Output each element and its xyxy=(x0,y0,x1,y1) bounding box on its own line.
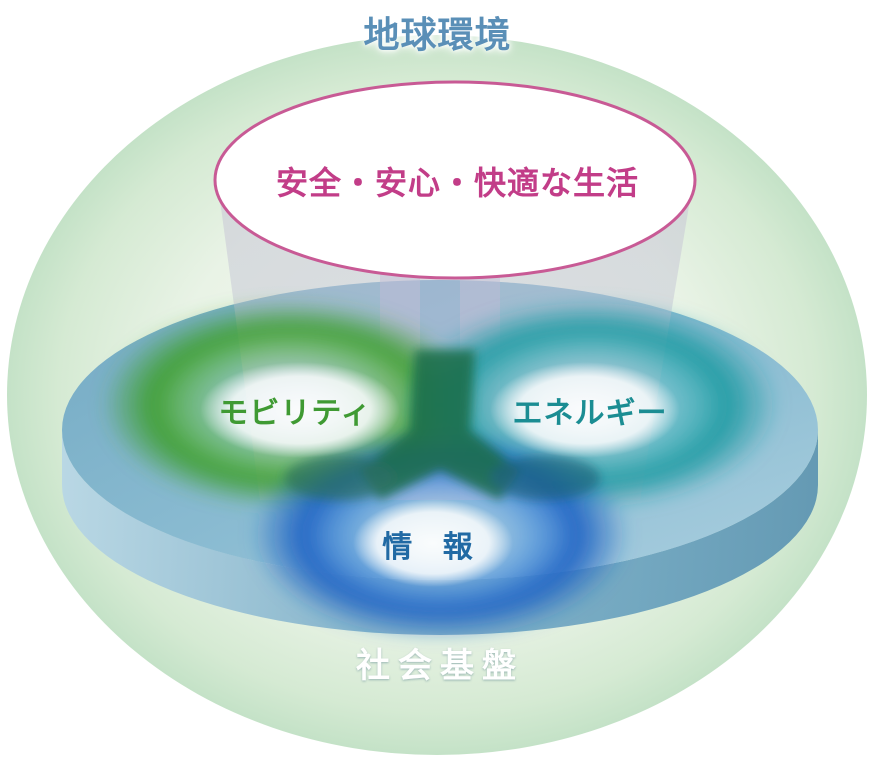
information-label: 情 報 xyxy=(382,530,483,565)
ring-overlap-left xyxy=(285,456,395,500)
quality-of-life-ellipse xyxy=(213,80,697,280)
social-infrastructure-label: 社会基盤 xyxy=(356,646,524,686)
social-infrastructure-rim xyxy=(62,430,818,635)
information-disc xyxy=(353,499,513,587)
energy-label: エネルギー xyxy=(512,396,668,431)
ring-overlap-center xyxy=(360,350,520,500)
energy-disc xyxy=(490,362,680,458)
quality-of-life-label: 安全・安心・快適な生活 xyxy=(275,164,639,202)
ring-overlap-right xyxy=(490,456,600,500)
global-environment-label: 地球環境 xyxy=(363,15,512,56)
mobility-label: モビリティ xyxy=(218,396,372,431)
mobility-disc xyxy=(200,362,400,458)
